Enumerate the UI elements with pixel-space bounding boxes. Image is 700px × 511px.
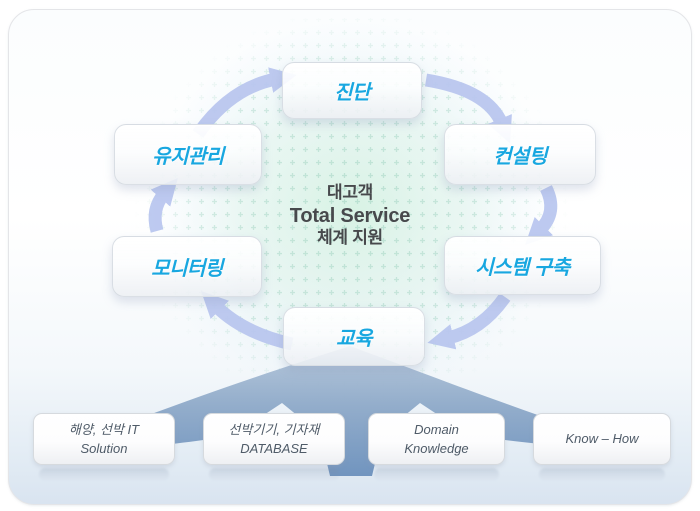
cycle-node-label: 컨설팅: [493, 146, 547, 168]
convergence-arrow-icon: [40, 346, 662, 476]
cycle-arrow-system-to-education: [427, 293, 511, 350]
cycle-node-label: 유지관리: [152, 146, 224, 168]
cycle-node-monitoring: 모니터링: [112, 236, 262, 297]
cycle-node-label: 모니터링: [151, 258, 223, 280]
foundation-line-1: 선박기기, 기자재: [228, 421, 320, 437]
cycle-arrow-education-to-monitoring: [201, 291, 294, 351]
cycle-node-education: 교육: [283, 307, 425, 366]
cycle-node-label: 교육: [336, 328, 372, 350]
cycle-node-maintenance: 유지관리: [114, 124, 262, 185]
center-title: 대고객 Total Service 체계 지원: [250, 183, 450, 249]
foundation-box-ship-equipment-database: 선박기기, 기자재 DATABASE: [203, 413, 345, 465]
cycle-arrow-monitoring-to-maintenance: [148, 178, 178, 233]
center-line-3: 체계 지원: [317, 228, 383, 248]
cycle-node-system-build: 시스템 구축: [444, 236, 601, 295]
foundation-line-2: DATABASE: [240, 441, 308, 456]
foundation-line-2: Knowledge: [404, 441, 469, 456]
cycle-node-diagnosis: 진단: [282, 62, 422, 119]
cycle-arrow-consulting-to-system: [525, 185, 558, 245]
center-line-2: Total Service: [289, 204, 411, 227]
foundation-box-marine-it-solution: 해양, 선박 IT Solution: [33, 413, 175, 465]
cycle-arrow-diagnosis-to-consulting: [424, 73, 512, 144]
cycle-node-consulting: 컨설팅: [444, 124, 596, 185]
center-line-1: 대고객: [326, 183, 374, 202]
cycle-node-label: 진단: [334, 82, 370, 104]
foundation-box-know-how: Know – How: [533, 413, 671, 465]
foundation-line-2: Solution: [80, 441, 128, 456]
cycle-node-label: 시스템 구축: [475, 257, 570, 279]
foundation-line-1: 해양, 선박 IT: [68, 421, 140, 437]
foundation-box-domain-knowledge: Domain Knowledge: [368, 413, 505, 465]
foundation-line-1: Domain: [414, 421, 459, 437]
foundation-line-1: Know – How: [565, 431, 639, 447]
